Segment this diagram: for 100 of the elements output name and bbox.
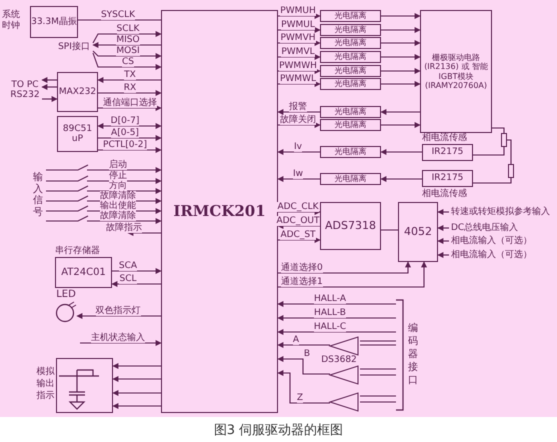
arrow bbox=[76, 313, 161, 319]
sensor-chip-box: IR2175 bbox=[422, 144, 473, 161]
arrow bbox=[92, 50, 162, 59]
arrow bbox=[278, 261, 427, 288]
arrow bbox=[97, 77, 161, 83]
edge-label: 报警 bbox=[289, 102, 307, 112]
edge-label: ADC_CLK bbox=[277, 202, 319, 212]
caption-text: 相电流传感 bbox=[422, 189, 468, 200]
arrow bbox=[277, 176, 320, 182]
edge-label: MISO bbox=[116, 35, 140, 45]
isolator-box: 光电隔离 bbox=[320, 37, 381, 49]
isolator-box: 光电隔离 bbox=[320, 51, 381, 63]
edge-label: TX bbox=[124, 70, 136, 80]
arrow bbox=[278, 122, 321, 128]
edge-label: PWMWH bbox=[279, 61, 317, 71]
edge-label: RX bbox=[124, 83, 136, 93]
edge-label: 故障清除 bbox=[100, 211, 136, 221]
edge-label: HALL-C bbox=[314, 322, 346, 332]
arrow bbox=[92, 42, 161, 48]
edge-label: HALL-A bbox=[314, 294, 346, 304]
edge-label: 通道选择0 bbox=[281, 263, 323, 273]
edge-label: 通道选择1 bbox=[281, 277, 323, 287]
arrow bbox=[277, 342, 318, 348]
isolator-box: 光电隔离 bbox=[320, 106, 381, 118]
input-label: 输入信号 bbox=[30, 162, 46, 228]
sensor-chip-box: IR2175 bbox=[422, 170, 473, 187]
edge-label: 主机状态输入 bbox=[91, 333, 145, 343]
connector-line bbox=[381, 229, 398, 231]
edge-label: D[0-7] bbox=[110, 116, 140, 126]
interface-label: 编码器接口 bbox=[407, 322, 419, 387]
arrow bbox=[437, 225, 449, 231]
isolator-box: 光电隔离 bbox=[320, 24, 381, 36]
arrow bbox=[437, 252, 449, 258]
edge-label: ADC_ST bbox=[280, 230, 316, 240]
arrow bbox=[112, 390, 161, 396]
edge-label: 输出使能 bbox=[100, 201, 136, 211]
chip-box: IRMCK201 bbox=[161, 10, 278, 413]
isolator-box: 光电隔离 bbox=[320, 146, 381, 158]
edge-label: 故障指示 bbox=[106, 223, 142, 233]
caption-text: 串行存储器 bbox=[55, 246, 101, 257]
arrow bbox=[381, 81, 421, 87]
edge-label: 故障清除 bbox=[100, 191, 136, 201]
connector-line bbox=[492, 127, 505, 133]
arrow bbox=[45, 215, 162, 224]
arrow bbox=[381, 68, 421, 74]
connector-line bbox=[473, 147, 505, 156]
caption-text: 相电流传感 bbox=[422, 133, 468, 144]
edge-label: MOSI bbox=[116, 46, 140, 56]
driver-box: 栅极驱动电路 (IR2136) 或 智能IGBT模块 (IRAMY20760A) bbox=[420, 10, 492, 133]
arrow bbox=[277, 329, 396, 335]
arrow bbox=[278, 13, 321, 19]
edge-label: PWMWL bbox=[280, 74, 316, 84]
arrow bbox=[112, 376, 161, 382]
interface-label: SPI接口 bbox=[55, 40, 93, 54]
arrow bbox=[92, 52, 162, 70]
edge-label: PWMUH bbox=[280, 6, 316, 16]
arrow bbox=[380, 149, 422, 155]
edge-label: SCA bbox=[118, 261, 138, 271]
arrow bbox=[80, 340, 162, 346]
arrow bbox=[45, 175, 162, 184]
arrow bbox=[381, 40, 421, 46]
led-label: LED bbox=[55, 290, 77, 300]
arrow bbox=[437, 238, 449, 244]
arrow bbox=[98, 147, 162, 153]
arrow bbox=[98, 105, 162, 111]
adc-chip-box: ADS7318 bbox=[320, 202, 381, 250]
arrow bbox=[98, 90, 162, 96]
crystal-box: 33.3M晶振 bbox=[30, 6, 78, 38]
edge-label: 转速或转矩模拟参考输入 bbox=[451, 207, 550, 217]
arrow bbox=[381, 13, 421, 19]
arrow bbox=[277, 301, 396, 307]
arrow bbox=[111, 281, 161, 287]
edge-label: DC总线电压输入 bbox=[451, 223, 518, 233]
isolator-box: 光电隔离 bbox=[320, 10, 381, 22]
arrow bbox=[112, 268, 162, 274]
edge-label: PCTL[0-2] bbox=[103, 140, 147, 150]
arrow bbox=[41, 84, 57, 90]
caption-text: 图3 伺服驱动器的框图 bbox=[212, 422, 344, 439]
arrow bbox=[380, 109, 420, 115]
chip-label: DS3682 bbox=[320, 355, 358, 365]
edge-label: 通信端口选择 bbox=[103, 98, 157, 108]
arrow bbox=[45, 164, 162, 173]
arrow bbox=[381, 54, 421, 60]
arrow bbox=[98, 135, 162, 141]
arrow bbox=[380, 176, 422, 182]
edge-label: SYSCLK bbox=[100, 10, 136, 20]
arrow bbox=[97, 123, 162, 129]
arrow bbox=[278, 27, 321, 33]
edge-label: 停止 bbox=[109, 171, 127, 181]
arrow bbox=[277, 109, 320, 115]
output-label: 模拟输出指示 bbox=[36, 366, 56, 402]
arrow bbox=[278, 40, 321, 46]
connector-line bbox=[359, 340, 397, 403]
edge-label: Iv bbox=[294, 142, 302, 152]
arrow bbox=[278, 261, 411, 274]
edge-label: CS bbox=[122, 57, 134, 67]
arrow bbox=[42, 96, 58, 102]
isolator-box: 光电隔离 bbox=[320, 173, 381, 185]
edge-label: 启动 bbox=[109, 160, 127, 170]
arrow bbox=[278, 54, 321, 60]
